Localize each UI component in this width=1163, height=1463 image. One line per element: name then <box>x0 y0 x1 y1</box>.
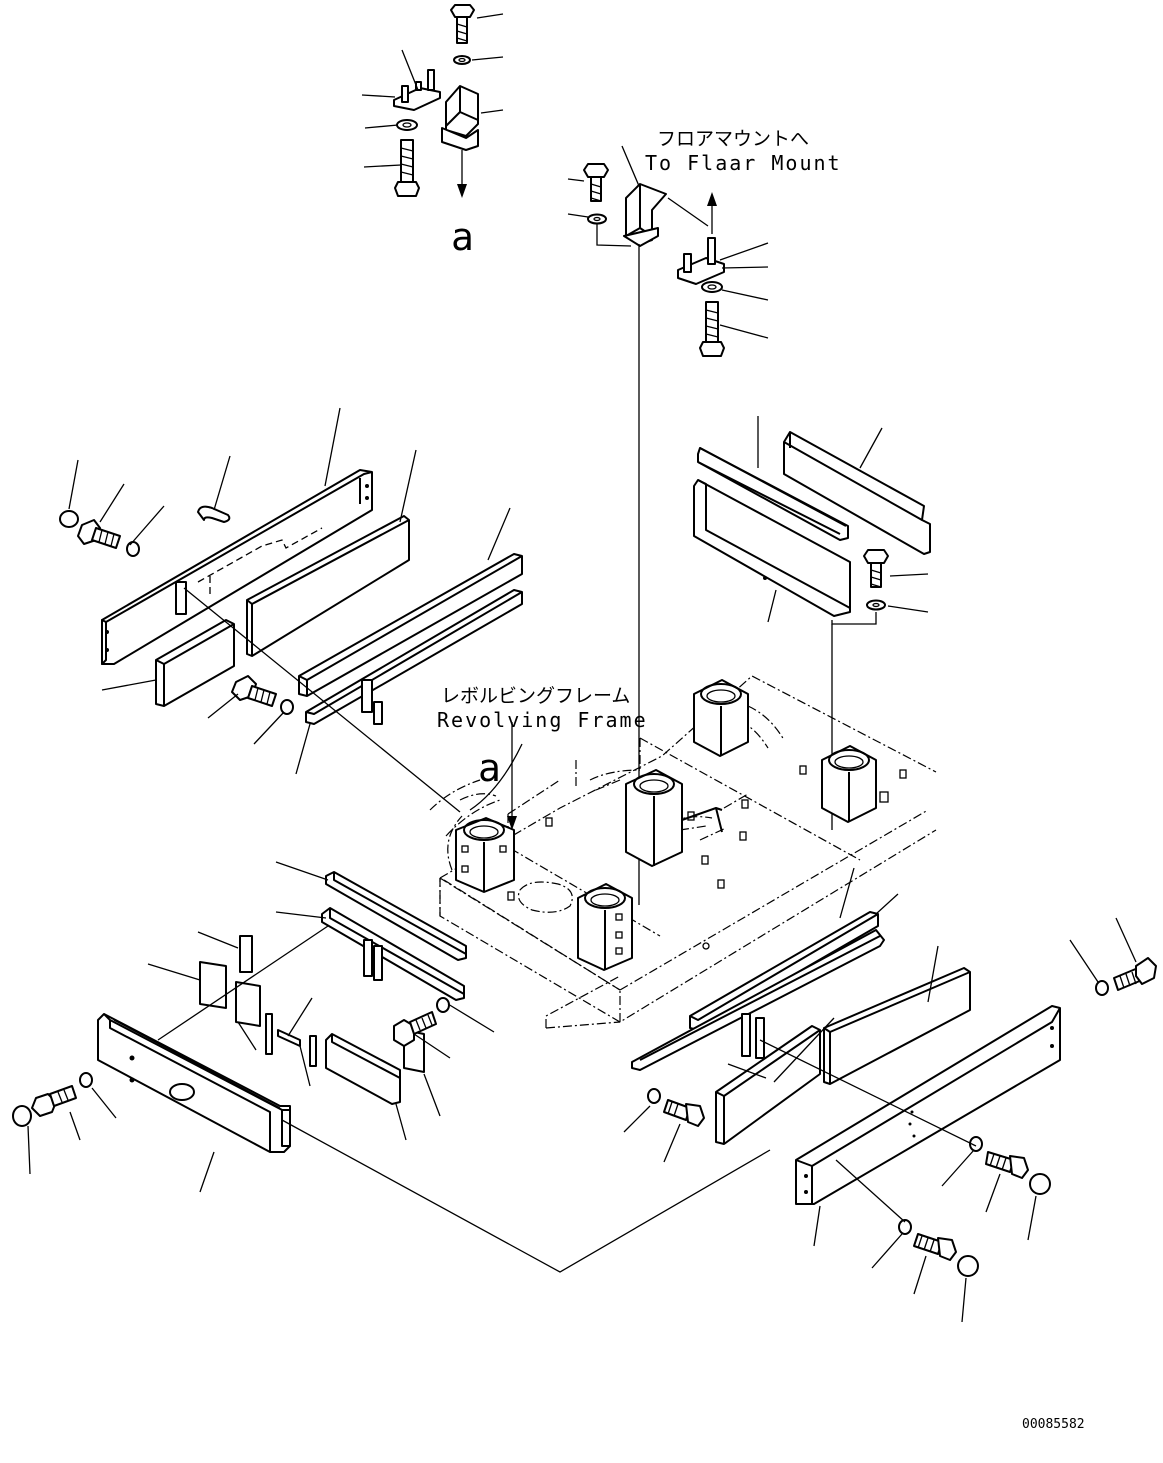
bolt-part <box>583 163 609 202</box>
mount-pillar <box>821 745 889 823</box>
drawing-number: 00085582 <box>1022 1417 1085 1432</box>
cover-plate-part <box>783 431 931 555</box>
washer-part <box>453 55 471 65</box>
mount-plate-part <box>677 237 725 285</box>
washer-part <box>969 1136 983 1152</box>
rail-part <box>631 911 885 1071</box>
long-bolt-part <box>699 301 725 357</box>
side-panel-part <box>795 1005 1061 1205</box>
pad-part <box>325 1033 401 1105</box>
bolt-part <box>913 1233 957 1261</box>
clip-part <box>197 505 231 523</box>
bolt-part <box>77 519 121 549</box>
top-left-mount-group <box>361 4 504 198</box>
bolt-part <box>863 549 889 588</box>
end-cover-part <box>97 1013 291 1153</box>
bolt-part <box>1113 957 1157 991</box>
bolt-part <box>231 675 277 707</box>
bolt-part <box>31 1085 77 1117</box>
washer-part <box>701 281 723 293</box>
pad-part <box>155 619 235 707</box>
mount-pillar <box>693 679 749 757</box>
cap-part <box>12 1105 32 1127</box>
washer-part <box>647 1088 661 1104</box>
mount-pillar <box>625 769 723 867</box>
bolt-part <box>450 4 475 44</box>
mount-plate-part <box>393 69 441 111</box>
washer-part <box>587 213 607 225</box>
washer-part <box>436 997 450 1013</box>
reference-a-middle: a <box>478 746 501 790</box>
revolving-frame-label-en: Revolving Frame <box>437 708 648 732</box>
bolt-part <box>985 1151 1029 1179</box>
mount-pillar <box>577 883 633 971</box>
cap-part <box>1029 1173 1051 1195</box>
washer-part <box>1095 980 1109 996</box>
washer-part <box>79 1072 93 1088</box>
lower-right-cover-assembly <box>623 867 1157 1323</box>
washer-part <box>898 1219 912 1235</box>
floor-mount-label-en: To Flaar Mount <box>645 151 842 175</box>
side-panel-part <box>101 469 373 665</box>
rail-part <box>321 871 467 1001</box>
bracket-part <box>623 183 667 247</box>
washer-part <box>866 599 886 611</box>
washer-part <box>280 699 294 715</box>
rail-part <box>697 447 849 541</box>
top-right-mount-group <box>567 145 769 905</box>
pad-part <box>715 1025 821 1145</box>
cap-part <box>59 510 79 528</box>
mount-pillar <box>455 817 515 893</box>
bracket-part <box>441 85 479 151</box>
washer-part <box>396 119 418 131</box>
bolt-part <box>393 1011 437 1047</box>
cushion-panel-part <box>823 967 971 1085</box>
revolving-frame-label-jp: レボルビングフレーム <box>441 685 630 707</box>
angle-panel-part <box>693 479 851 617</box>
pad-part <box>199 935 425 1073</box>
shim-part <box>265 1013 317 1067</box>
long-bolt-part <box>394 139 420 197</box>
washer-part <box>126 541 140 557</box>
lower-left-cover-assembly <box>12 861 771 1273</box>
bolt-part <box>663 1099 705 1127</box>
revolving-frame <box>429 675 937 1029</box>
floor-mount-label-jp: フロアマウントへ <box>657 128 809 150</box>
right-cover-assembly <box>693 416 931 830</box>
cushion-panel-part <box>246 515 410 657</box>
cap-part <box>957 1255 979 1277</box>
left-cover-assembly <box>59 407 523 813</box>
reference-a-top: a <box>451 215 474 259</box>
